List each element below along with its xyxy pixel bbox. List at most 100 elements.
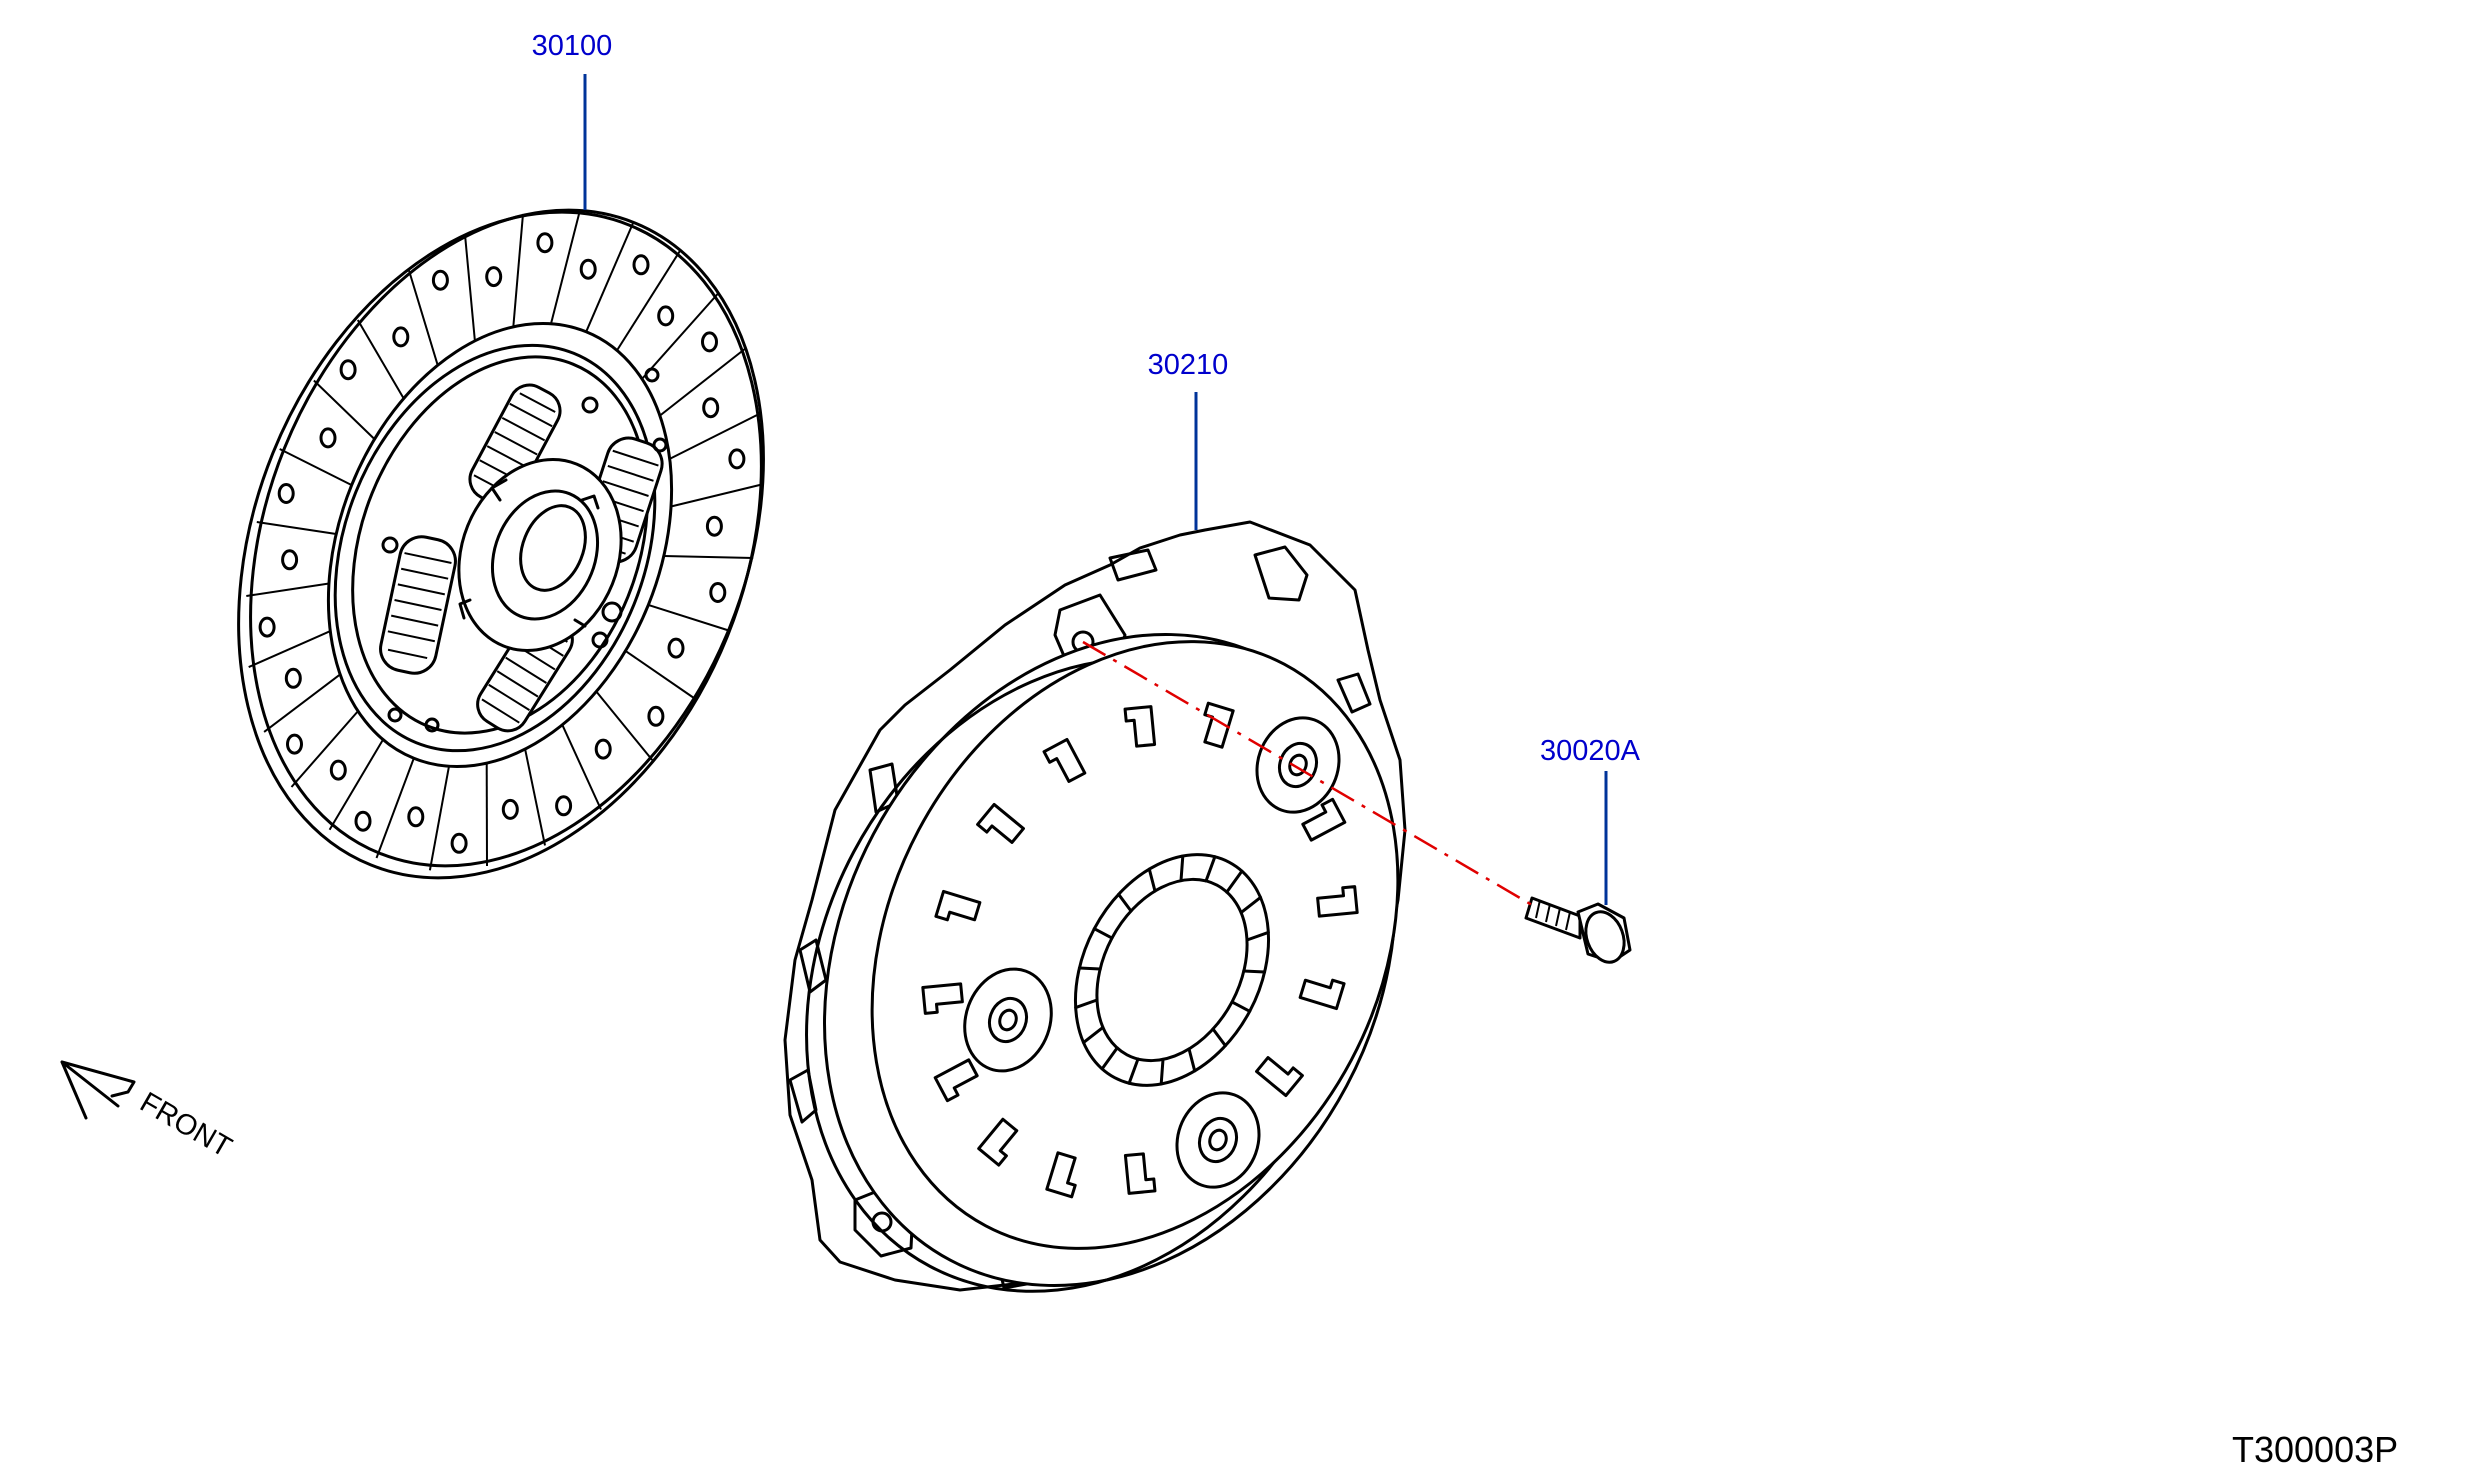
cover-rivet-bosses xyxy=(963,716,1341,1189)
finger-slot xyxy=(976,802,1025,844)
rivet-hole xyxy=(277,483,295,504)
release-finger-line xyxy=(1077,966,1102,971)
release-finger-line xyxy=(1100,1046,1119,1071)
groove-line xyxy=(246,582,330,597)
release-fingers xyxy=(1074,854,1270,1086)
groove-line xyxy=(356,319,405,400)
groove-line xyxy=(248,630,331,669)
groove-line xyxy=(375,757,415,859)
rivet-hole xyxy=(339,359,357,381)
splined-hub xyxy=(457,458,623,652)
finger-slot-shape xyxy=(1298,978,1346,1011)
front-orientation-indicator: FRONT xyxy=(60,1060,238,1164)
release-finger-line xyxy=(1204,855,1217,883)
friction-grooves xyxy=(246,209,764,871)
finger-slot-shape xyxy=(1123,705,1157,748)
release-finger-line xyxy=(1225,869,1244,894)
finger-slot xyxy=(1316,885,1359,918)
rivet-hole xyxy=(647,705,665,727)
release-finger-line xyxy=(1239,895,1262,915)
rivet-hole xyxy=(392,326,410,348)
finger-slot xyxy=(921,982,964,1015)
rivet-hole xyxy=(431,269,449,291)
finger-slot-shape xyxy=(1042,737,1087,783)
rivet-hole xyxy=(728,448,746,470)
release-finger-line xyxy=(1159,1057,1165,1086)
finger-slot-shape xyxy=(933,1058,979,1103)
installation-axis xyxy=(1082,640,1533,907)
groove-line xyxy=(512,213,524,327)
rivet-hole xyxy=(450,832,468,854)
rivet-hole xyxy=(705,515,723,537)
finger-slot xyxy=(1255,1056,1304,1098)
groove-line xyxy=(647,603,731,632)
finger-slot xyxy=(934,889,982,922)
rivet-hole xyxy=(579,258,597,280)
groove-line xyxy=(256,521,337,535)
rivet-hole xyxy=(354,810,372,832)
finger-slot-shape xyxy=(1255,1056,1304,1098)
part-callout-30100[interactable]: 30100 xyxy=(532,30,613,210)
rivet-hole xyxy=(632,254,650,276)
rivet-hole xyxy=(485,266,503,288)
rivet-hole xyxy=(701,331,718,353)
clutch-disc[interactable] xyxy=(144,133,857,957)
groove-line xyxy=(595,690,653,761)
groove-line xyxy=(624,650,697,701)
groove-line xyxy=(561,724,602,810)
finger-slot xyxy=(1123,705,1157,748)
finger-slot-shape xyxy=(1316,885,1359,918)
part-callout-30210[interactable]: 30210 xyxy=(1148,349,1229,530)
groove-line xyxy=(585,221,635,333)
groove-line xyxy=(663,555,754,559)
finger-slot-shape xyxy=(921,982,964,1015)
finger-slot xyxy=(1042,737,1087,783)
groove-line xyxy=(428,766,450,871)
rivet-hole xyxy=(329,759,347,781)
diagram-code: T300003P xyxy=(2232,1429,2398,1470)
hub-plate-holes xyxy=(381,367,668,733)
part-number-label: 30210 xyxy=(1148,349,1229,381)
front-label: FRONT xyxy=(135,1086,238,1164)
part-callout-30020A[interactable]: 30020A xyxy=(1540,735,1641,905)
groove-line xyxy=(669,412,762,460)
finger-slot xyxy=(933,1058,979,1103)
release-finger-line xyxy=(1179,854,1185,883)
rivet-hole xyxy=(281,549,299,571)
rivet-hole xyxy=(702,397,720,419)
release-finger-line xyxy=(1211,1027,1227,1048)
release-finger-line xyxy=(1074,998,1099,1010)
groove-line xyxy=(670,483,764,508)
groove-line xyxy=(328,739,384,831)
part-number-label: 30100 xyxy=(532,30,613,62)
rivet-hole xyxy=(258,616,276,638)
rivet-hole xyxy=(667,637,685,659)
facing-rivets xyxy=(258,232,746,854)
release-finger-line xyxy=(1127,1057,1140,1085)
rivet-hole xyxy=(657,305,675,327)
rivet-hole xyxy=(501,798,519,820)
rivet-hole xyxy=(286,733,303,755)
clutch-cover[interactable] xyxy=(699,520,1507,1389)
finger-slot xyxy=(1301,797,1347,842)
groove-line xyxy=(641,292,720,380)
rivet-hole xyxy=(319,427,337,449)
groove-line xyxy=(290,710,359,788)
release-finger-line xyxy=(1092,927,1114,940)
release-finger-line xyxy=(1147,867,1157,893)
groove-line xyxy=(524,748,546,846)
rivet-hole xyxy=(594,738,612,760)
finger-slot-shape xyxy=(1045,1151,1077,1199)
rivet-hole xyxy=(536,232,554,254)
release-finger-line xyxy=(1187,1047,1197,1073)
release-finger-line xyxy=(1117,892,1133,913)
rivet-hole xyxy=(709,582,727,603)
groove-line xyxy=(313,379,376,440)
release-finger-line xyxy=(1082,1025,1105,1045)
part-number-label: 30020A xyxy=(1540,735,1641,767)
finger-slot xyxy=(1298,978,1346,1011)
groove-line xyxy=(464,234,476,341)
finger-slot-shape xyxy=(934,889,982,922)
clutch-cover-bolt[interactable] xyxy=(1524,896,1632,968)
